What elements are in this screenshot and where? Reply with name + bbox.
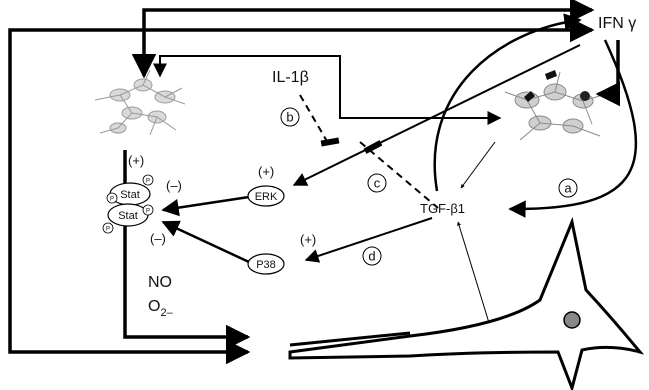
marker-d-label: d <box>368 249 375 264</box>
phospho-label: P <box>110 197 114 203</box>
tgf-beta1-label: TGF-β1 <box>420 201 465 216</box>
erk-plus-sign: (+) <box>258 164 274 179</box>
phospho-label: P <box>106 227 110 233</box>
microglia-cells-image <box>95 70 185 135</box>
stat-bottom-label: Stat <box>118 210 138 222</box>
stat-top-label: Stat <box>120 189 140 201</box>
neuron-to-tgf-arrow <box>458 222 490 326</box>
marker-a-label: a <box>564 181 572 196</box>
superoxide-subscript: 2– <box>160 307 173 319</box>
il1b-label: IL-1β <box>272 69 309 86</box>
erk-to-stat-arrow <box>163 197 249 210</box>
astrocyte-to-tgf-arrow <box>461 142 495 188</box>
marker-b-label: b <box>286 110 293 125</box>
stat-minus-sign-lower: (–) <box>150 231 166 246</box>
stat-complex: P P P P Stat Stat <box>103 175 153 233</box>
erk-label: ERK <box>255 191 278 203</box>
stat-minus-sign-right: (–) <box>166 178 182 193</box>
il1b-block-bar <box>321 137 340 146</box>
marker-circles <box>281 108 577 265</box>
ifn-to-erk-arrow <box>294 45 580 185</box>
p38-plus-sign: (+) <box>300 232 316 247</box>
superoxide-label: O2– <box>148 298 174 319</box>
p38-to-stat-arrow <box>163 222 249 262</box>
stat-plus-sign: (+) <box>128 153 144 168</box>
phospho-label: P <box>146 209 150 215</box>
ifn-gamma-label: IFN γ <box>598 15 636 32</box>
phospho-label: P <box>146 179 150 185</box>
p38-label: P38 <box>256 259 276 271</box>
superoxide-o: O <box>148 298 160 315</box>
astrocyte-cells-image <box>505 70 606 140</box>
ifn-arrows <box>10 10 618 352</box>
marker-c-label: c <box>374 176 381 191</box>
nitric-oxide-label: NO <box>148 274 172 291</box>
